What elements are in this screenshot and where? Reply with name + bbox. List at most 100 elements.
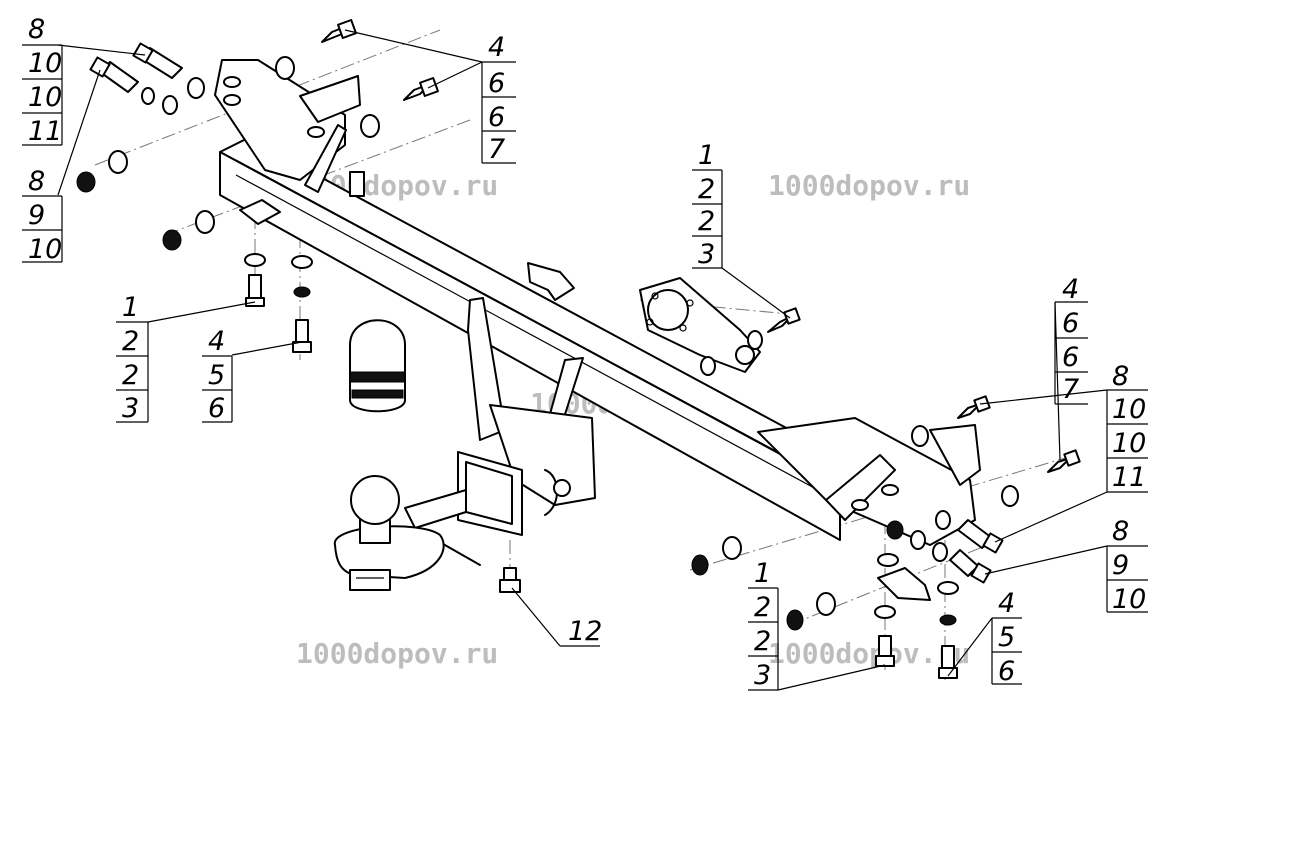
callout-number: 4 [488, 32, 505, 63]
bolt [875, 635, 895, 667]
callout-right-mid-b: 8 9 10 [1106, 516, 1148, 615]
washer [244, 253, 266, 267]
drop-bracket-receiver [404, 297, 596, 566]
callout-left-mid: 8 9 10 [22, 166, 63, 265]
ball-cap [349, 319, 406, 413]
callout-number: 7 [1062, 374, 1079, 405]
bolt [957, 395, 991, 419]
callout-plate-bolt: 1 2 2 3 [692, 140, 723, 270]
callout-right-mid-a: 8 10 10 11 [1106, 361, 1148, 493]
callout-number: 10 [28, 48, 62, 79]
callout-number: 8 [28, 166, 45, 197]
callout-number: 1 [754, 558, 771, 589]
spring-washer [939, 614, 957, 626]
callout-number: 8 [1112, 516, 1129, 547]
callout-right-upper: 4 6 6 7 [1054, 274, 1088, 405]
callout-bottom-mid-b: 4 5 6 [991, 588, 1022, 687]
washer [932, 542, 948, 562]
right-mounting-bracket [757, 417, 981, 601]
callout-number: 8 [1112, 361, 1129, 392]
washer [162, 95, 178, 115]
bolt [403, 77, 439, 101]
bolt [292, 319, 312, 353]
nut [76, 171, 96, 193]
washer [910, 530, 926, 550]
washer [722, 536, 742, 560]
watermark-text: 1000dopov.ru [768, 169, 970, 202]
beam-tab [527, 262, 575, 301]
leader-lines [57, 29, 1108, 691]
bolt [321, 19, 357, 43]
callout-number: 2 [754, 626, 771, 657]
bolt [957, 519, 1004, 554]
callout-number: 2 [122, 360, 139, 391]
callout-number: 2 [754, 592, 771, 623]
washer [935, 510, 951, 530]
watermarks: 1000dopov.ru 1000dopov.ru 1000dopov.ru 1… [296, 169, 970, 670]
washer [291, 255, 313, 269]
callout-number: 7 [488, 134, 505, 165]
callout-number: 9 [1112, 550, 1129, 581]
callout-number: 3 [698, 239, 715, 270]
callout-number: 4 [1062, 274, 1079, 305]
callout-number: 10 [28, 234, 62, 265]
washer [816, 592, 836, 616]
watermark-text: 1000dopov.ru [296, 637, 498, 670]
callout-number: 3 [122, 393, 139, 424]
washer [747, 330, 763, 350]
nut [162, 229, 182, 251]
washer [108, 150, 128, 174]
callout-number: 4 [998, 588, 1015, 619]
tow-ball [333, 475, 445, 591]
callout-number: 6 [1062, 342, 1079, 373]
bolt [1047, 449, 1081, 473]
bolt [245, 274, 265, 307]
callout-number: 1 [698, 140, 715, 171]
callout-top-left: 8 10 10 11 [22, 14, 63, 147]
callout-number: 2 [698, 206, 715, 237]
left-mounting-bracket [214, 59, 365, 225]
washer [911, 425, 929, 447]
fasteners [76, 19, 1081, 679]
callout-number: 1 [122, 292, 139, 323]
bolt [499, 567, 521, 593]
callout-number: 4 [208, 326, 225, 357]
bolt [767, 307, 801, 333]
nut [691, 554, 709, 576]
socket-plate [639, 277, 761, 373]
washer [877, 553, 899, 567]
bolt [132, 42, 183, 79]
callout-number: 8 [28, 14, 45, 45]
callout-number: 11 [1112, 462, 1146, 493]
callout-number: 6 [1062, 308, 1079, 339]
washer [1001, 485, 1019, 507]
callout-number: 9 [28, 200, 45, 231]
callout-left-bolt-a: 1 2 2 3 [116, 292, 149, 424]
washer [874, 605, 896, 619]
callout-number: 5 [208, 360, 225, 391]
callout-number: 10 [28, 82, 62, 113]
bolt [949, 549, 992, 584]
washer [360, 114, 380, 138]
callout-number: 6 [208, 393, 225, 424]
callout-number: 10 [1112, 584, 1146, 615]
callout-number: 6 [488, 68, 505, 99]
callout-number: 10 [1112, 428, 1146, 459]
callout-number: 10 [1112, 394, 1146, 425]
spring-washer [293, 286, 311, 298]
callout-bottom-mid-a: 1 2 2 3 [748, 558, 779, 691]
nut [886, 520, 904, 540]
callout-number: 6 [488, 102, 505, 133]
callout-number: 5 [998, 622, 1015, 653]
washer [275, 56, 295, 80]
nut [786, 609, 804, 631]
callout-number: 2 [122, 326, 139, 357]
bolt [89, 56, 139, 93]
callout-number: 11 [28, 116, 62, 147]
washer [195, 210, 215, 234]
watermark-text: 1000dopov.ru [768, 637, 970, 670]
callout-number: 6 [998, 656, 1015, 687]
callout-ball-bolt: 12 [560, 616, 602, 647]
callout-top-right-bolts: 4 6 6 7 [481, 32, 516, 165]
washer [187, 77, 205, 99]
